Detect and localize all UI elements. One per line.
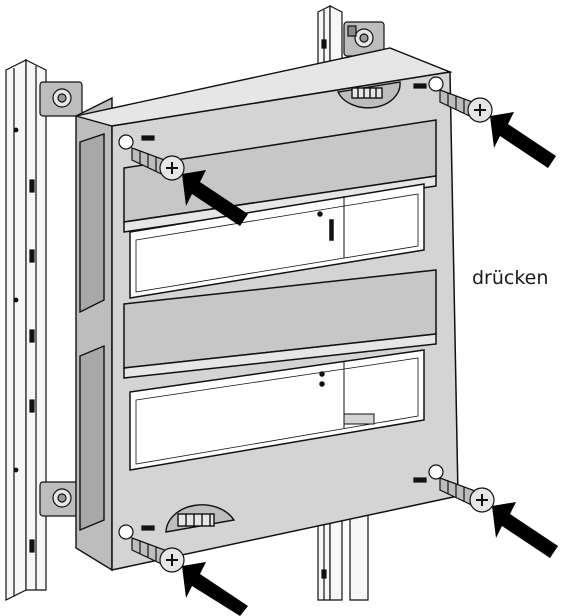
left-mounting-rail [5, 59, 47, 601]
corner-holes [118, 76, 444, 540]
push-label: drücken [472, 267, 548, 289]
top-grip [336, 81, 401, 109]
lower-window [129, 349, 425, 471]
screw-bottom-right [439, 477, 495, 513]
panel-face [111, 71, 459, 571]
bottom-grip [165, 504, 236, 533]
top-rail-clamp [343, 21, 385, 57]
push-arrow-icon [182, 562, 248, 616]
push-arrow-icon [182, 170, 248, 226]
panel-side [75, 96, 113, 572]
upper-window [129, 183, 425, 299]
left-top-clamp [39, 81, 83, 117]
screw-top-left [131, 147, 185, 181]
push-arrow-icon [492, 502, 558, 558]
screw-top-right [439, 89, 493, 123]
left-bottom-clamp [39, 481, 83, 517]
push-arrow-icon [490, 112, 556, 168]
screw-bottom-left [131, 537, 185, 573]
